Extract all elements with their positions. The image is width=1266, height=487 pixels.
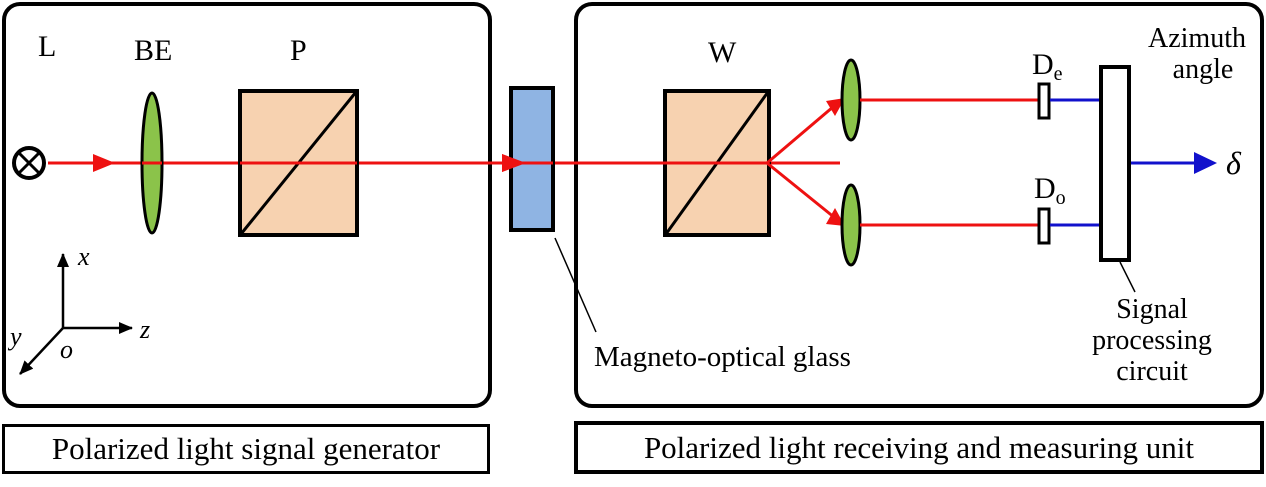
coordinate-axes bbox=[19, 253, 133, 375]
detector-o bbox=[1037, 207, 1051, 245]
source-label: L bbox=[38, 30, 56, 63]
axis-origin-label: o bbox=[60, 335, 73, 364]
o-beam bbox=[766, 161, 841, 224]
azimuth-label-line2: angle bbox=[1173, 54, 1234, 85]
receiver-caption-text: Polarized light receiving and measuring … bbox=[643, 429, 1195, 465]
e-beam bbox=[766, 99, 841, 165]
polarizer-prism bbox=[238, 89, 359, 237]
beam-expander-label: BE bbox=[134, 34, 172, 67]
generator-caption-box-wide: Polarized light signal generator bbox=[2, 424, 490, 474]
focus-lens-e bbox=[840, 58, 862, 142]
circuit-label-line3: circuit bbox=[1116, 356, 1188, 387]
detector-e-label: De bbox=[1032, 48, 1063, 85]
receiver-caption-box: Polarized light receiving and measuring … bbox=[574, 421, 1264, 474]
wollaston-prism bbox=[560, 89, 771, 237]
output-delta-symbol: δ bbox=[1226, 145, 1242, 181]
polarizer-label: P bbox=[290, 34, 307, 67]
light-source-icon bbox=[12, 146, 46, 180]
axis-z-label: z bbox=[139, 315, 150, 344]
circuit-label-line2: processing bbox=[1092, 325, 1212, 356]
axis-x-label: x bbox=[77, 242, 90, 271]
glass-label: Magneto-optical glass bbox=[594, 341, 851, 373]
detector-e bbox=[1037, 82, 1051, 120]
axis-y-label: y bbox=[7, 322, 22, 351]
circuit-label-line1: Signal bbox=[1116, 294, 1188, 325]
wollaston-label: W bbox=[708, 36, 737, 69]
circuit-leader-line bbox=[1119, 261, 1136, 293]
focus-lens-o bbox=[840, 183, 862, 267]
generator-caption-text: Polarized light signal generator bbox=[51, 431, 441, 466]
azimuth-label-line1: Azimuth bbox=[1148, 23, 1246, 54]
magneto-optical-glass bbox=[509, 86, 555, 232]
signal-processing-circuit bbox=[1099, 65, 1131, 262]
detector-o-label: Do bbox=[1034, 172, 1066, 209]
glass-leader-line bbox=[554, 237, 597, 333]
beam-arrow bbox=[93, 154, 115, 172]
